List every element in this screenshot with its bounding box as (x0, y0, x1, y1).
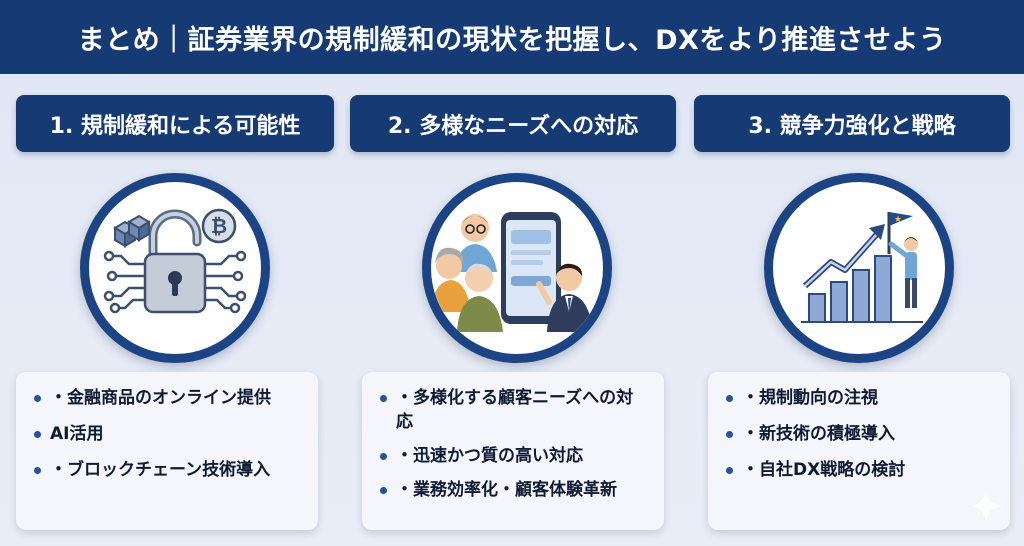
list-item: ・ブロックチェーン技術導入 (32, 458, 304, 482)
svg-text:★: ★ (894, 215, 902, 225)
padlock-circuit-icon: ₿ (80, 173, 270, 363)
column-1-title: 1. 規制緩和による可能性 (16, 95, 334, 152)
column-2-title: 2. 多様なニーズへの対応 (350, 95, 676, 152)
list-item: ・業務効率化・顧客体験革新 (378, 478, 650, 502)
page-title: まとめ｜証券業界の規制緩和の現状を把握し、DXをより推進させよう (77, 24, 947, 56)
list-item: ・金融商品のオンライン提供 (32, 386, 304, 410)
growth-chart-flag-icon: ★ (764, 173, 954, 363)
svg-text:₿: ₿ (211, 214, 227, 238)
diverse-customers-phone-icon (422, 173, 612, 363)
list-item: AI活用 (32, 422, 304, 446)
list-item: ・多様化する顧客ニーズへの対応 (378, 386, 650, 434)
column-3-title: 3. 競争力強化と戦略 (694, 95, 1010, 152)
list-item: ・新技術の積極導入 (724, 422, 996, 446)
column-2-card: ・多様化する顧客ニーズへの対応 ・迅速かつ質の高い対応 ・業務効率化・顧客体験革… (362, 372, 664, 530)
list-item: ・自社DX戦略の検討 (724, 458, 996, 482)
column-1-card: ・金融商品のオンライン提供 AI活用 ・ブロックチェーン技術導入 (16, 372, 318, 530)
header-bar: まとめ｜証券業界の規制緩和の現状を把握し、DXをより推進させよう (0, 0, 1024, 74)
list-item: ・規制動向の注視 (724, 386, 996, 410)
column-3-card: ・規制動向の注視 ・新技術の積極導入 ・自社DX戦略の検討 (708, 372, 1010, 530)
list-item: ・迅速かつ質の高い対応 (378, 444, 650, 468)
sparkle-icon (970, 490, 1002, 522)
